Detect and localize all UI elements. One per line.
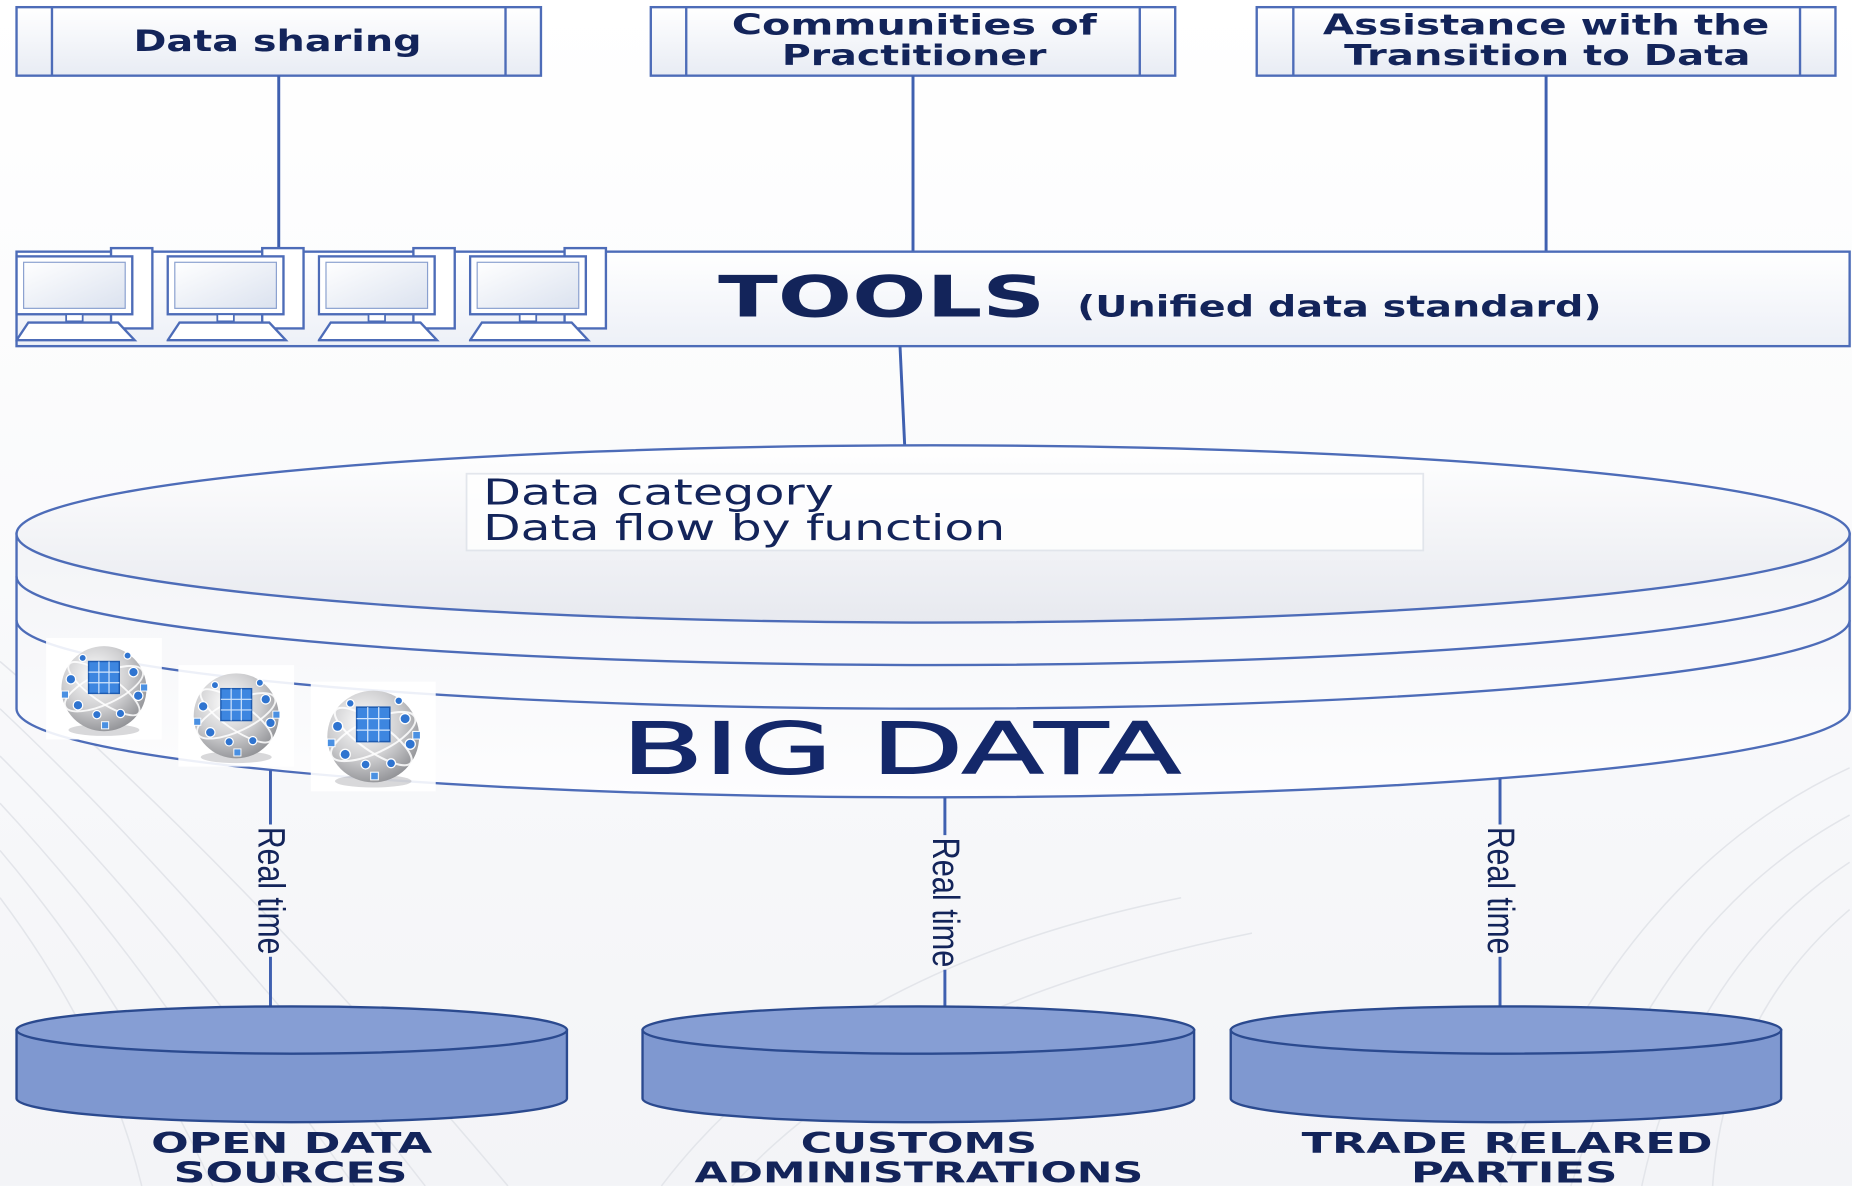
database-body [15, 1028, 569, 1124]
real-time-label: Real time [249, 827, 291, 955]
database-top [15, 1005, 569, 1055]
database-label-line: ADMINISTRATIONS [695, 1156, 1144, 1186]
background-wave-line [0, 802, 285, 1186]
tools-subtitle: (Unified data standard) [1077, 290, 1601, 324]
connector-big-data-to-customs: Real time [924, 797, 966, 1007]
top-box-communities: Communities of Practitioner [649, 5, 1177, 77]
globe-network-icon [309, 680, 437, 793]
info-line-data-flow: Data flow by function [483, 508, 1005, 549]
database-label-line: SOURCES [174, 1156, 408, 1186]
computer-icon [166, 246, 305, 342]
top-box-label-line: Practitioner [782, 39, 1047, 72]
connector-big-data-to-trade: Real time [1479, 778, 1521, 1007]
database-top [641, 1005, 1196, 1055]
info-line-data-category: Data category [483, 472, 834, 513]
top-box-frame [1255, 5, 1837, 77]
computer-icon [468, 246, 608, 342]
globe-network-icon [177, 664, 296, 768]
database-label-line: OPEN DATA [151, 1127, 432, 1160]
database-label-line: PARTIES [1411, 1156, 1618, 1186]
top-box-label: Data sharing [133, 24, 421, 58]
database-customs-administrations: CUSTOMS ADMINISTRATIONS [641, 1005, 1196, 1186]
real-time-label: Real time [1479, 827, 1521, 955]
top-box-label-line: Assistance with the [1323, 8, 1769, 41]
background-wave-line [660, 896, 1182, 1186]
connector-big-data-to-open-data: Real time [249, 770, 291, 1007]
globe-network-icon [45, 636, 163, 741]
database-body [641, 1028, 1196, 1124]
top-box-label-line: Communities of [732, 8, 1098, 41]
top-box-data-sharing: Data sharing [15, 5, 543, 77]
database-open-data-sources: OPEN DATA SOURCES [15, 1005, 569, 1186]
tools-bar: TOOLS (Unified data standard) [15, 246, 1851, 348]
cylinder-layer-line [15, 576, 1851, 667]
database-label-line: TRADE RELARED [1302, 1127, 1713, 1160]
computer-icon [15, 246, 154, 342]
tools-title: TOOLS [718, 265, 1045, 331]
info-box [465, 472, 1425, 552]
database-body [1229, 1028, 1783, 1124]
background-wave-line [1641, 861, 1851, 1186]
database-label-line: CUSTOMS [801, 1127, 1037, 1160]
top-box-label-line: Transition to Data [1344, 39, 1750, 72]
big-data-title: BIG DATA [621, 708, 1181, 791]
database-top [1229, 1005, 1783, 1055]
top-box-assistance: Assistance with the Transition to Data [1255, 5, 1837, 77]
computer-icon [317, 246, 456, 342]
database-trade-related-parties: TRADE RELARED PARTIES [1229, 1005, 1783, 1186]
connector-tools-to-big-data [898, 346, 907, 447]
top-box-frame [649, 5, 1177, 77]
top-box-frame [15, 5, 543, 77]
real-time-label: Real time [924, 837, 966, 967]
big-data-cylinder: Data category Data flow by function BIG … [15, 444, 1851, 799]
